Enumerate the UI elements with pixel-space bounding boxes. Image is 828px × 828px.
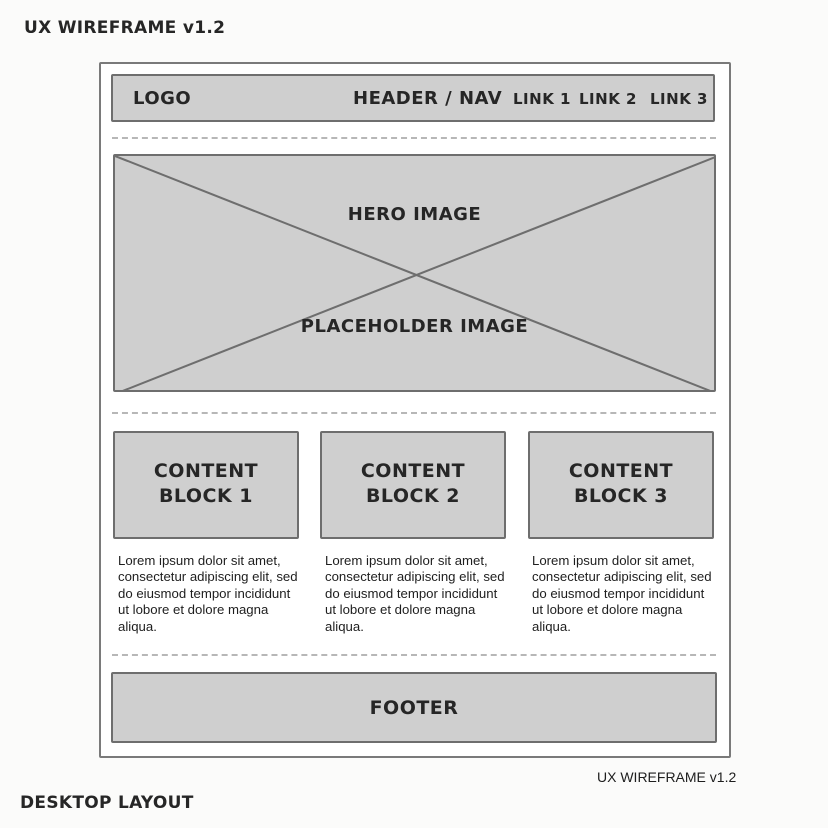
wireframe-title: UX WIREFRAME v1.2	[24, 18, 226, 38]
nav-label: HEADER / NAV	[353, 88, 503, 109]
footer-bar: FOOTER	[111, 672, 717, 743]
section-divider	[112, 412, 716, 414]
header-nav-bar: LOGO HEADER / NAV LINK 1 LINK 2 LINK 3	[111, 74, 715, 122]
content-block-text: Lorem ipsum dolor sit amet, consectetur …	[532, 553, 712, 634]
content-block-3: CONTENT BLOCK 3	[528, 431, 714, 539]
version-label: UX WIREFRAME v1.2	[597, 769, 737, 785]
content-block-title: CONTENT BLOCK 3	[530, 459, 712, 509]
content-block-title: CONTENT BLOCK 2	[322, 459, 504, 509]
nav-link-1[interactable]: LINK 1	[513, 90, 571, 108]
hero-subtitle: PLACEHOLDER IMAGE	[300, 316, 529, 337]
block-title-line: BLOCK 2	[365, 485, 461, 507]
content-block-text: Lorem ipsum dolor sit amet, consectetur …	[118, 553, 298, 634]
logo[interactable]: LOGO	[133, 88, 192, 109]
nav-link-2[interactable]: LINK 2	[579, 90, 637, 108]
block-title-line: CONTENT	[153, 460, 259, 482]
section-divider	[112, 137, 716, 139]
block-title-line: CONTENT	[568, 460, 674, 482]
footer-label: FOOTER	[369, 697, 459, 719]
hero-image-placeholder: HERO IMAGE PLACEHOLDER IMAGE	[113, 154, 716, 392]
content-block-1: CONTENT BLOCK 1	[113, 431, 299, 539]
nav-link-3[interactable]: LINK 3	[650, 90, 708, 108]
block-title-line: BLOCK 3	[573, 485, 669, 507]
block-title-line: BLOCK 1	[158, 485, 254, 507]
content-block-title: CONTENT BLOCK 1	[115, 459, 297, 509]
section-divider	[112, 654, 716, 656]
placeholder-cross-icon	[115, 156, 714, 390]
hero-title: HERO IMAGE	[347, 204, 482, 225]
layout-label: DESKTOP LAYOUT	[20, 793, 194, 813]
block-title-line: CONTENT	[360, 460, 466, 482]
content-block-2: CONTENT BLOCK 2	[320, 431, 506, 539]
content-block-text: Lorem ipsum dolor sit amet, consectetur …	[325, 553, 505, 634]
